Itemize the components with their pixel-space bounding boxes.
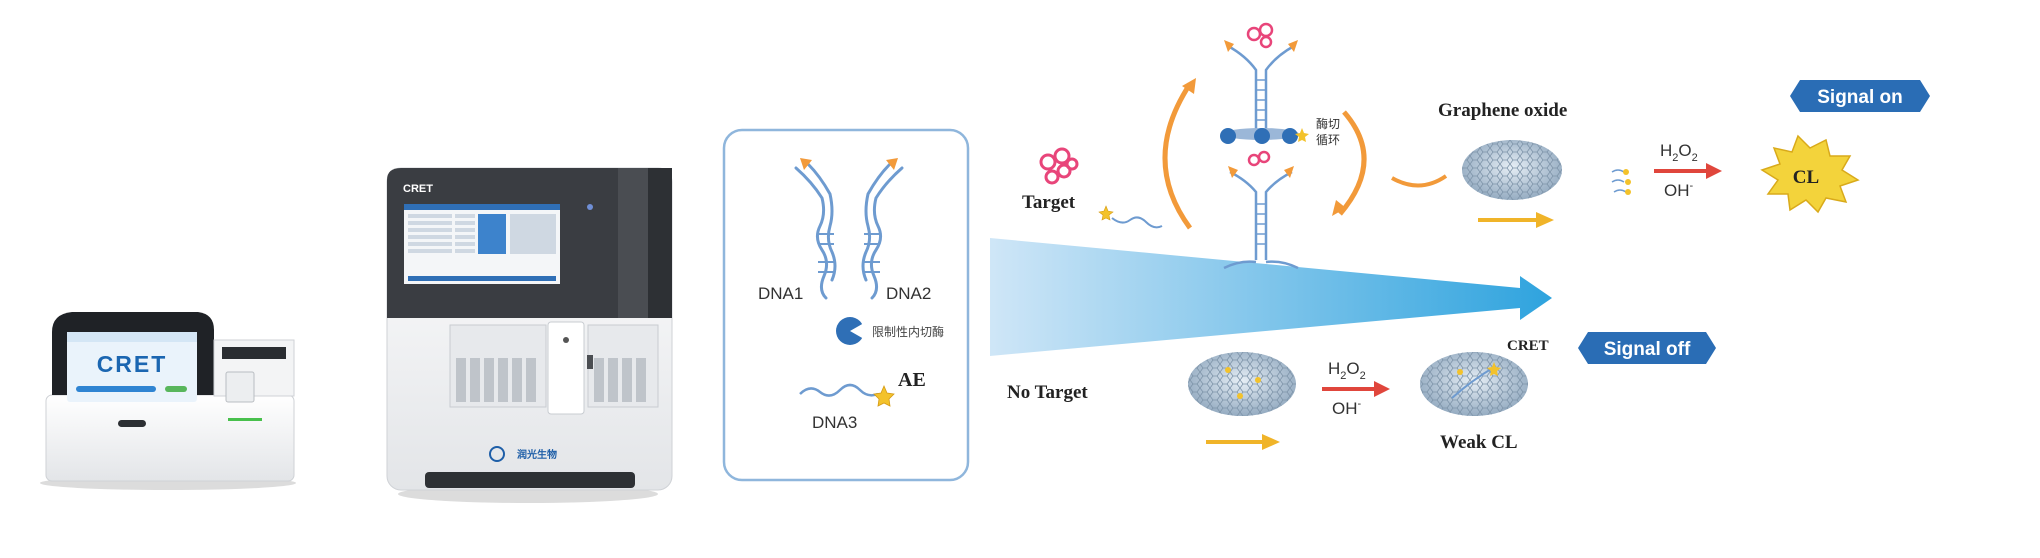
small-analyzer-screen <box>67 332 197 402</box>
dna1-label: DNA1 <box>758 284 803 303</box>
target-label: Target <box>1022 192 1076 213</box>
reagent-bottom-label-bottom: OH- <box>1332 398 1362 418</box>
small-analyzer-brand: CRET <box>97 351 168 377</box>
restriction-enzyme-icon <box>836 317 864 345</box>
weak-cl-label: Weak CL <box>1440 432 1518 453</box>
graphene-oxide-sheet-bottom-right <box>1420 352 1528 416</box>
cycle-complex-top <box>1220 22 1309 144</box>
dna3-label: DNA3 <box>812 413 857 432</box>
ae-star-small-icon <box>1098 205 1114 221</box>
reagent-top-label-bottom: H2O2 <box>1328 359 1366 382</box>
no-target-label: No Target <box>1007 382 1088 403</box>
signal-on-badge: Signal on <box>1790 80 1930 112</box>
reagent-bottom-label: OH- <box>1664 180 1694 200</box>
target-branch: Target <box>1022 22 1930 270</box>
large-analyzer-logo-text: 润光生物 <box>517 448 557 461</box>
no-target-branch: No Target H2O2 OH- Weak CL CRET Signal o… <box>1007 332 1716 453</box>
cycle-arrow-left <box>1162 82 1193 230</box>
cycle-label-line2: 循环 <box>1316 133 1340 147</box>
large-analyzer-label: CRET <box>403 183 433 195</box>
cycle-arrow-right <box>1338 110 1367 216</box>
graphene-oxide-label: Graphene oxide <box>1438 100 1567 121</box>
dna3-strand <box>799 383 879 397</box>
ae-star-icon <box>873 384 895 407</box>
feed-arrow <box>1391 174 1448 188</box>
large-analyzer-device: CRET 润光生物 <box>386 167 673 503</box>
reaction-beam-arrow <box>990 238 1552 356</box>
cycle-complex-bottom <box>1223 150 1299 270</box>
dna2-label: DNA2 <box>886 284 931 303</box>
svg-text:Signal on: Signal on <box>1817 87 1903 108</box>
reaction-arrow-top <box>1654 163 1722 179</box>
cret-label: CRET <box>1507 338 1549 354</box>
power-button <box>118 420 146 427</box>
released-ae-strands <box>1611 169 1627 193</box>
yellow-arrow-bottom <box>1206 434 1280 450</box>
enzyme-label: 限制性内切酶 <box>872 324 944 339</box>
yellow-arrow-top <box>1478 212 1554 228</box>
svg-text:Signal off: Signal off <box>1604 339 1691 360</box>
small-analyzer-device: CRET <box>40 312 296 490</box>
target-molecule-icon <box>1039 147 1079 185</box>
signal-off-badge: Signal off <box>1578 332 1716 364</box>
status-led-green <box>228 418 262 421</box>
graphene-oxide-sheet-top <box>1462 140 1562 200</box>
ae-label: AE <box>898 369 926 391</box>
reaction-arrow-bottom <box>1322 381 1390 397</box>
released-dna3-strand <box>1111 216 1163 229</box>
graphene-oxide-sheet-bottom-left <box>1188 352 1296 416</box>
cl-burst-icon <box>1760 134 1860 214</box>
cycle-label-line1: 酶切 <box>1316 116 1340 131</box>
probe-panel: DNA1 DNA2 限制性内切酶 AE DNA3 <box>722 128 970 482</box>
cl-label: CL <box>1793 167 1819 188</box>
reagent-top-label: H2O2 <box>1660 141 1698 164</box>
